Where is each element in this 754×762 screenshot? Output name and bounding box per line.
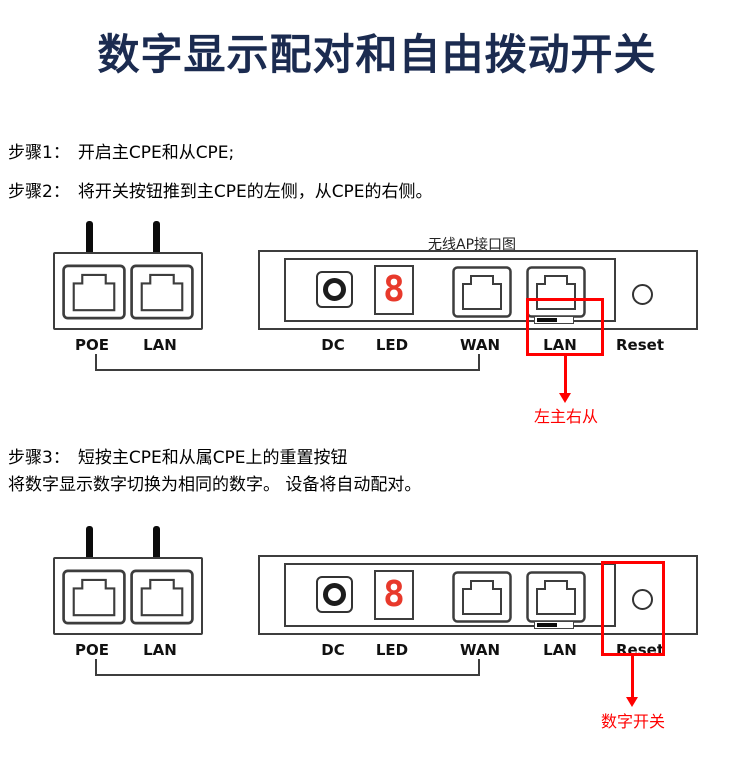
panel-label-led: LED (375, 641, 409, 659)
led-digit: 8 (383, 269, 405, 310)
rj45-port-icon (452, 571, 512, 623)
cpe-device-panel (53, 252, 203, 330)
annotation-label: 数字开关 (600, 712, 665, 731)
step-3-label: 步骤3： (8, 448, 70, 468)
reset-button-icon (632, 589, 653, 610)
step-3: 步骤3： 短按主CPE和从属CPE上的重置按钮 (8, 443, 348, 468)
highlight-box-lan (526, 298, 604, 356)
rj45-port-icon (62, 569, 126, 625)
dc-jack-icon (316, 576, 353, 613)
step-1-label: 步骤1： (8, 143, 70, 163)
step-3-text: 短按主CPE和从属CPE上的重置按钮 (77, 448, 348, 468)
lan-port (130, 568, 194, 626)
diagram-pairing-lan: POE LAN 无线AP接口图 8 (0, 221, 754, 431)
step-1: 步骤1： 开启主CPE和从CPE; (8, 138, 234, 163)
panel-label-dc: DC (321, 336, 345, 354)
antenna-icon (86, 526, 93, 560)
highlight-box-reset (601, 561, 665, 656)
step-2-text: 将开关按钮推到主CPE的左侧，从CPE的右侧。 (77, 182, 433, 202)
panel-label-wan: WAN (459, 641, 501, 659)
arrow-head-icon (626, 697, 638, 707)
led-display: 8 (374, 570, 414, 620)
antenna-icon (153, 221, 160, 255)
panel-label-lan: LAN (543, 336, 577, 354)
rj45-port-icon (62, 264, 126, 320)
panel-label-reset: Reset (616, 336, 664, 354)
poe-port (62, 568, 126, 626)
reset-button-icon (632, 284, 653, 305)
toggle-switch (534, 316, 574, 324)
rj45-port-icon (130, 264, 194, 320)
panel-label-lan: LAN (543, 641, 577, 659)
step-2: 步骤2： 将开关按钮推到主CPE的左侧，从CPE的右侧。 (8, 177, 433, 202)
port-label-lan: LAN (143, 641, 177, 659)
panel-label-wan: WAN (459, 336, 501, 354)
ap-inner-panel: 8 (284, 258, 616, 324)
wan-port (452, 571, 512, 623)
step-1-text: 开启主CPE和从CPE; (77, 143, 235, 163)
dc-ring-icon (323, 278, 346, 301)
toggle-switch (534, 621, 574, 629)
toggle-knob (537, 623, 557, 627)
page-title: 数字显示配对和自由拨动开关 (97, 30, 657, 79)
annotation-label: 左主右从 (533, 407, 598, 426)
cpe-device-panel (53, 557, 203, 635)
port-label-poe: POE (75, 641, 109, 659)
step-3-continuation-text: 将数字显示数字切换为相同的数字。 设备将自动配对。 (8, 475, 422, 495)
panel-label-dc: DC (321, 641, 345, 659)
step-2-label: 步骤2： (8, 182, 70, 202)
led-display: 8 (374, 265, 414, 315)
antenna-icon (86, 221, 93, 255)
step-3-continuation: 将数字显示数字切换为相同的数字。 设备将自动配对。 (8, 470, 421, 495)
port-label-poe: POE (75, 336, 109, 354)
red-arrow (626, 656, 638, 707)
lan-port (526, 571, 586, 623)
rj45-port-icon (526, 571, 586, 623)
dc-ring-icon (323, 583, 346, 606)
ap-device-panel: 8 (258, 250, 698, 330)
ap-inner-panel: 8 (284, 563, 616, 629)
ap-device-panel: 8 (258, 555, 698, 635)
led-digit: 8 (383, 574, 405, 615)
cable-connection-bracket (95, 659, 480, 676)
arrow-head-icon (559, 393, 571, 403)
toggle-knob (537, 318, 557, 322)
antenna-icon (153, 526, 160, 560)
lan-port (130, 263, 194, 321)
wan-port (452, 266, 512, 318)
rj45-port-icon (452, 266, 512, 318)
ap-caption: 无线AP接口图 (428, 237, 517, 253)
panel-label-led: LED (375, 336, 409, 354)
cable-connection-bracket (95, 354, 480, 371)
dc-jack-icon (316, 271, 353, 308)
port-label-lan: LAN (143, 336, 177, 354)
diagram-pairing-reset: POE LAN 8 (0, 526, 754, 736)
poe-port (62, 263, 126, 321)
rj45-port-icon (130, 569, 194, 625)
red-arrow (559, 356, 571, 403)
